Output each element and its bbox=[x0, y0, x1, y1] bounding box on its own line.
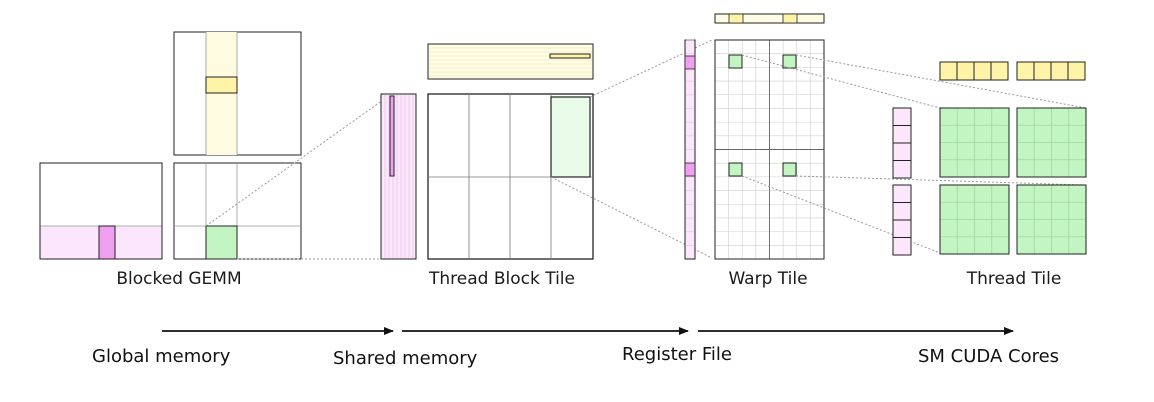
thread-block-a-tile bbox=[380, 93, 417, 260]
thread-a-cell bbox=[892, 237, 912, 256]
projection-lines-1 bbox=[205, 94, 391, 260]
thread-b-cell bbox=[956, 61, 975, 81]
thread-b-cell bbox=[1067, 61, 1086, 81]
thread-a-cell bbox=[892, 219, 912, 238]
thread-accumulators bbox=[939, 107, 1087, 255]
memory-label-shared: Shared memory bbox=[333, 348, 478, 369]
stage-label-blocked-gemm: Blocked GEMM bbox=[116, 269, 241, 289]
warp-a-fragment bbox=[684, 39, 696, 260]
stage-label-thread-tile: Thread Tile bbox=[966, 269, 1062, 289]
thread-b-cell bbox=[1033, 61, 1052, 81]
thread-b-cell bbox=[973, 61, 992, 81]
stage-label-thread-block-tile: Thread Block Tile bbox=[428, 269, 575, 289]
thread-a-cell bbox=[892, 125, 912, 144]
thread-block-c-tile bbox=[427, 93, 594, 260]
warp-c-grid bbox=[714, 39, 825, 260]
thread-block-tile-figure bbox=[380, 43, 594, 260]
memory-label-global: Global memory bbox=[92, 346, 231, 367]
thread-a-cell bbox=[892, 142, 912, 161]
thread-b-cell bbox=[939, 61, 958, 81]
thread-a-cell bbox=[892, 184, 912, 203]
blocked-gemm-c-matrix bbox=[173, 162, 302, 260]
thread-a-cell bbox=[892, 160, 912, 179]
thread-b-cell bbox=[1016, 61, 1035, 81]
blocked-gemm-figure bbox=[39, 31, 302, 260]
thread-tile-figure bbox=[892, 61, 1087, 256]
blocked-gemm-b-matrix bbox=[173, 31, 302, 156]
thread-block-b-tile bbox=[427, 43, 594, 80]
memory-label-cores: SM CUDA Cores bbox=[918, 346, 1059, 367]
warp-tile-figure bbox=[684, 13, 825, 260]
thread-b-vectors bbox=[939, 61, 1086, 81]
thread-b-cell bbox=[990, 61, 1009, 81]
blocked-gemm-a-matrix bbox=[39, 162, 163, 260]
stage-label-warp-tile: Warp Tile bbox=[728, 269, 807, 289]
thread-a-vectors bbox=[892, 107, 912, 256]
thread-b-cell bbox=[1050, 61, 1069, 81]
thread-a-cell bbox=[892, 107, 912, 126]
thread-a-cell bbox=[892, 202, 912, 221]
memory-label-register: Register File bbox=[622, 344, 732, 365]
warp-b-fragment bbox=[714, 13, 825, 24]
